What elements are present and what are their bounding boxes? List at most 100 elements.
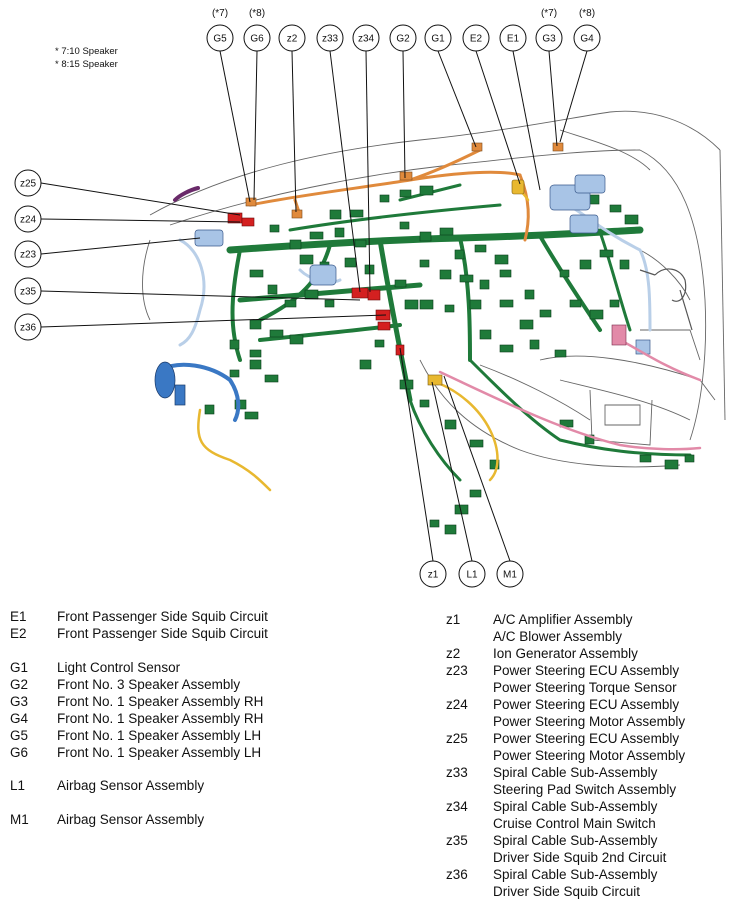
legend-code-spacer xyxy=(446,628,493,645)
callout-label-z1: z1 xyxy=(428,570,439,581)
connector-block xyxy=(609,204,622,213)
leader-line xyxy=(40,314,387,328)
legend-row-continuation: Driver Side Squib Circuit xyxy=(446,883,731,900)
legend-code: E1 xyxy=(10,609,27,624)
legend-row-continuation: Power Steering Motor Assembly xyxy=(446,747,731,764)
callout-label-g3: G3 xyxy=(542,34,556,45)
legend-code: z24 xyxy=(446,697,468,712)
connector-block xyxy=(267,284,278,295)
callout-note-g5: (*7) xyxy=(212,8,228,19)
legend-name: Spiral Cable Sub-Assembly xyxy=(493,799,658,814)
callout-note-g3: (*7) xyxy=(541,8,557,19)
callout-circle-z35 xyxy=(14,277,42,305)
callout-circle-e2 xyxy=(462,24,490,52)
connector-block xyxy=(524,289,535,300)
leader-line xyxy=(253,50,258,201)
legend-code: z34 xyxy=(446,799,468,814)
connector-block xyxy=(469,299,482,310)
legend-row-z25: z25 Power Steering ECU Assembly xyxy=(446,730,731,747)
connector-blocks xyxy=(204,185,695,535)
legend-row-continuation: Power Steering Motor Assembly xyxy=(446,713,731,730)
connector-block xyxy=(249,349,262,358)
legend-code-spacer xyxy=(446,815,493,832)
callout-label-m1: M1 xyxy=(503,570,517,581)
legend-row-continuation: Driver Side Squib 2nd Circuit xyxy=(446,849,731,866)
connector-block xyxy=(379,194,390,203)
callout-circle-e1 xyxy=(499,24,527,52)
leader-line xyxy=(431,381,473,562)
connector-block xyxy=(619,259,630,270)
callout-circle-l1 xyxy=(458,560,486,588)
callout-circle-g2 xyxy=(389,24,417,52)
legend-code: z33 xyxy=(446,765,468,780)
callout-label-l1: L1 xyxy=(466,570,478,581)
connector-block xyxy=(474,244,487,253)
legend-name: Ion Generator Assembly xyxy=(493,646,638,661)
connector-block xyxy=(284,299,297,308)
legend-name: Spiral Cable Sub-Assembly xyxy=(493,765,658,780)
yellow-connectors xyxy=(427,179,525,386)
callout-circle-z1 xyxy=(419,560,447,588)
legend-name: Power Steering ECU Assembly xyxy=(493,731,680,746)
connector-block xyxy=(429,519,440,528)
connector-block xyxy=(469,489,482,498)
connector-block xyxy=(529,339,540,350)
connector-block xyxy=(479,329,492,340)
connector-block xyxy=(454,249,465,260)
callout-label-z25: z25 xyxy=(20,179,37,190)
connector-block xyxy=(289,334,304,345)
connector-block xyxy=(399,221,410,230)
callout-circle-z34 xyxy=(352,24,380,52)
connector-block xyxy=(494,254,509,265)
legend-name: Steering Pad Switch Assembly xyxy=(493,782,677,797)
connector-block xyxy=(664,459,679,470)
connector-block xyxy=(639,454,652,463)
legend-code: G3 xyxy=(10,694,29,709)
connector-block xyxy=(439,227,454,236)
connector-block xyxy=(374,339,385,348)
connector-block xyxy=(324,299,335,308)
legend-code: G6 xyxy=(10,745,29,760)
callout-label-z35: z35 xyxy=(20,287,37,298)
callout-circle-g6 xyxy=(243,24,271,52)
connector-block xyxy=(554,349,567,358)
callout-circle-z36 xyxy=(14,313,42,341)
legend-name: Front Passenger Side Squib Circuit xyxy=(57,626,268,641)
connector-block xyxy=(419,259,430,268)
legend-name: Light Control Sensor xyxy=(57,660,181,675)
connector-block xyxy=(599,249,614,258)
legend-code: L1 xyxy=(10,778,26,793)
connector-block xyxy=(204,404,215,415)
callout-circle-g3 xyxy=(535,24,563,52)
callout-circle-z2 xyxy=(278,24,306,52)
callout-label-g6: G6 xyxy=(250,34,264,45)
connector-block xyxy=(419,185,434,196)
callout-circle-z23 xyxy=(14,240,42,268)
connector-block xyxy=(419,399,430,408)
legend-name: Cruise Control Main Switch xyxy=(493,816,656,831)
callout-circle-z33 xyxy=(316,24,344,52)
connector-block xyxy=(519,319,534,330)
callout-label-g4: G4 xyxy=(580,34,594,45)
connector-block xyxy=(269,224,280,233)
leader-line xyxy=(443,375,511,562)
grey-steering-column xyxy=(639,268,693,331)
connector-block xyxy=(354,239,367,248)
legend-code: G4 xyxy=(10,711,29,726)
legend-row-continuation: Power Steering Torque Sensor xyxy=(446,679,731,696)
connector-block xyxy=(229,369,240,378)
connector-block xyxy=(249,269,264,278)
callout-circle-m1 xyxy=(496,560,524,588)
blue-connectors xyxy=(154,361,186,406)
legend-code: z25 xyxy=(446,731,468,746)
connector-block xyxy=(444,419,457,430)
connector-block xyxy=(344,257,357,268)
